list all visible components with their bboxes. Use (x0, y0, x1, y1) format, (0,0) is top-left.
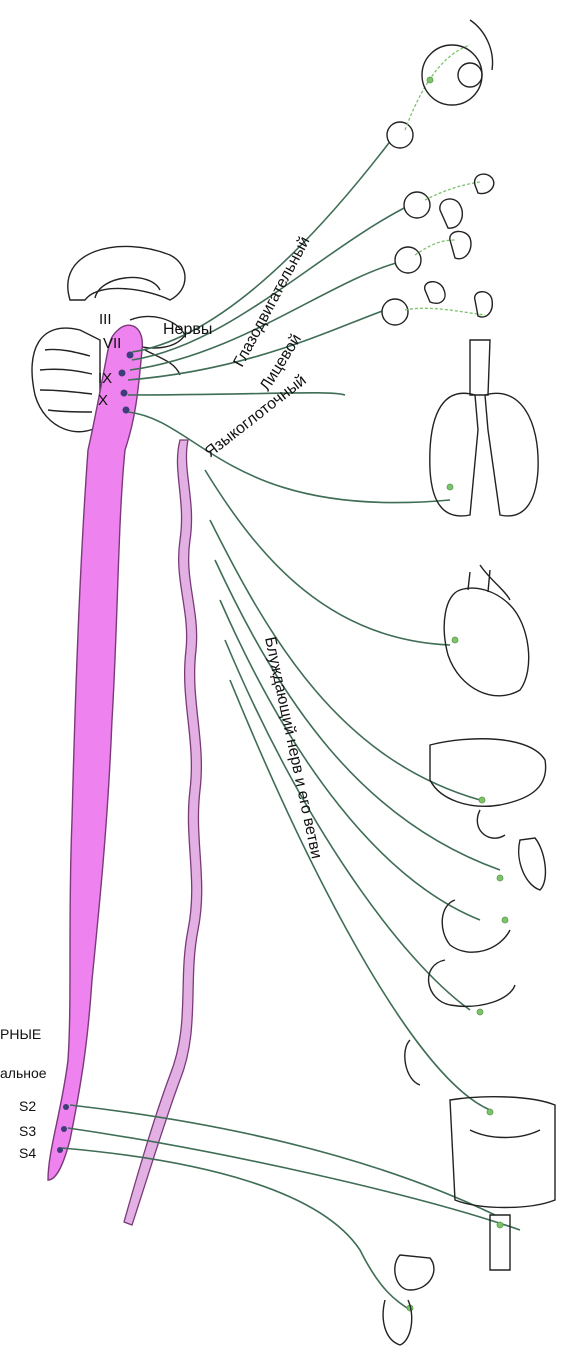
nucleus-label-vii: VII (103, 335, 121, 352)
cranial-ganglia (382, 122, 430, 325)
spinal-cord (48, 325, 142, 1180)
liver-stomach (430, 739, 546, 952)
nerves-heading: Нервы (163, 321, 212, 338)
label-sacral-group: РНЫЕ (0, 1026, 41, 1042)
cerebellum (32, 328, 100, 432)
sympathetic-trunk (124, 440, 202, 1225)
label-sacral: альное (0, 1065, 47, 1081)
intestines (405, 960, 555, 1208)
nucleus-label-x: X (98, 392, 108, 409)
label-oculomotor: Глазодвигательный (231, 234, 314, 370)
segment-label-s4: S4 (19, 1145, 36, 1161)
nucleus-label-ix: IX (98, 370, 112, 387)
segment-label-s3: S3 (19, 1123, 36, 1139)
eye (422, 20, 493, 105)
label-vagus: Блуждающий нерв и его ветви (261, 635, 325, 860)
nucleus-label-iii: III (99, 311, 112, 328)
segment-label-s2: S2 (19, 1098, 36, 1114)
pelvic-organs (383, 1215, 510, 1345)
postganglionic-fibers (405, 45, 508, 1311)
heart (444, 565, 529, 696)
lungs (430, 340, 538, 516)
